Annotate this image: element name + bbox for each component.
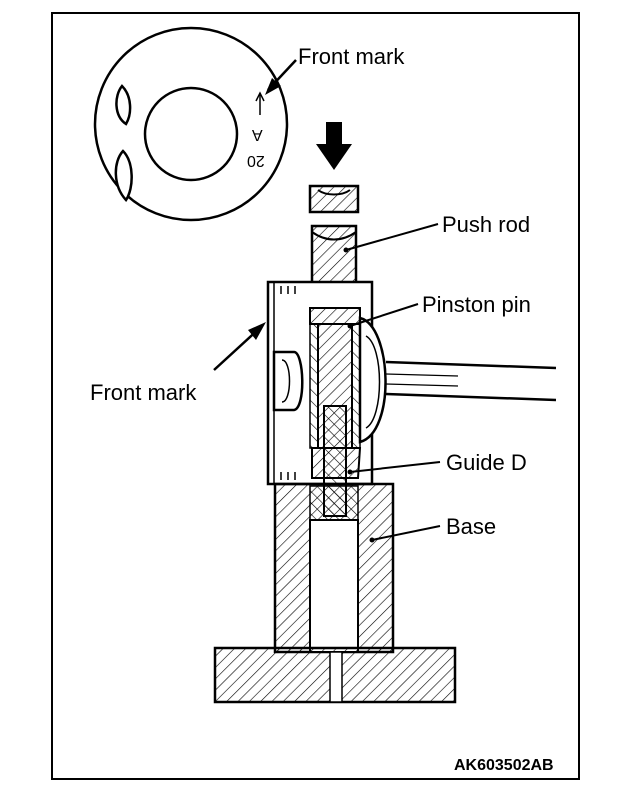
label-guide-d: Guide D [446,450,527,475]
label-push-rod: Push rod [442,212,531,237]
push-rod-cap [308,184,360,214]
front-mark-left-leader [213,322,266,371]
figure-code: AK603502AB [454,757,554,774]
label-front-mark-left: Front mark [90,380,197,405]
label-front-mark-top: Front mark [298,44,405,69]
piston-mark-number: 20 [247,152,265,169]
figure-frame [51,12,580,780]
piston-top-view [93,26,289,222]
connecting-rod [358,316,557,444]
label-base: Base [446,514,497,539]
press-arrow [316,122,352,170]
leader-lines [343,223,441,543]
base [213,482,457,704]
piston-mark-letter: A [252,126,263,143]
label-piston-pin: Pinston pin [422,292,531,317]
front-mark-top-leader [265,59,297,95]
